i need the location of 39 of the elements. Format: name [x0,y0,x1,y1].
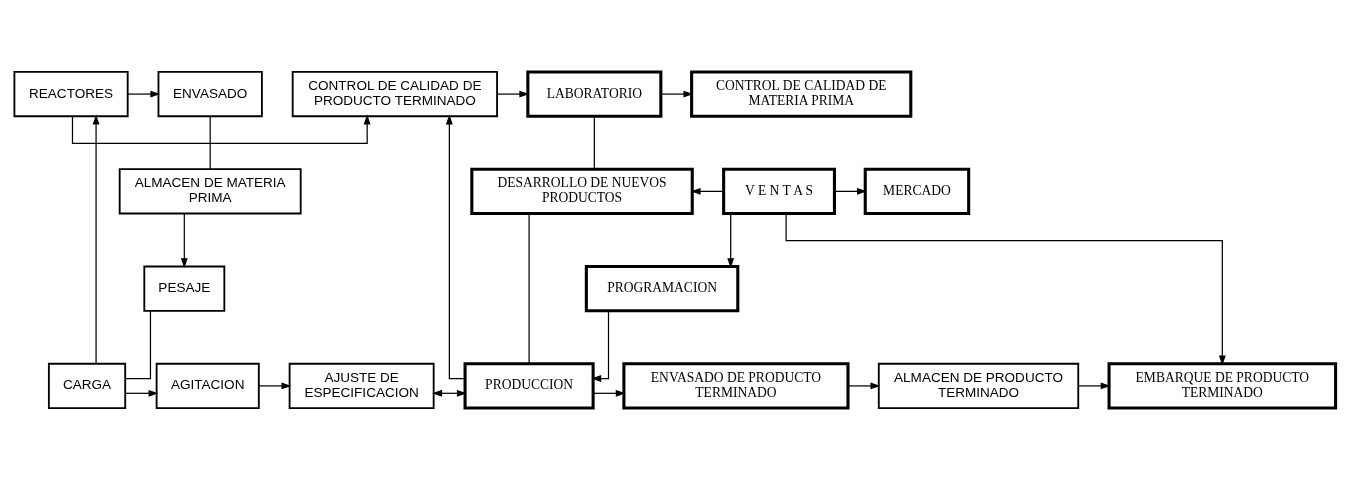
connector [209,115,211,170]
arrow [445,114,466,379]
node-box: AJUSTE DE ESPECIFICACION [288,362,435,409]
connector [124,309,152,379]
arrow [834,187,867,195]
node-box: ALMACEN DE MATERIA PRIMA [118,167,302,214]
arrow [591,309,610,382]
node-box: CONTROL DE CALIDAD DE MATERIA PRIMA [690,69,913,118]
arrow [124,389,159,397]
node-box: MERCADO [863,167,971,215]
node-box: EMBARQUE DE PRODUCTO TERMINADO [1107,361,1338,410]
node-box: PROGRAMACION [584,264,740,312]
node-box: ENVASADO [157,70,263,117]
arrow [690,187,724,195]
arrow [727,212,735,268]
connector [593,115,595,170]
arrow [180,212,188,268]
arrow [127,90,161,98]
node-box: AGITACION [155,362,260,409]
node-box: REACTORES [13,70,129,117]
arrow [660,90,694,98]
node-box: CARGA [47,362,127,409]
arrow [785,212,1226,365]
node-box: ALMACEN DE PRODUCTO TERMINADO [877,362,1080,409]
node-box: LABORATORIO [526,69,663,118]
arrow [496,90,530,98]
arrow [71,114,371,144]
node-box: V E N T A S [722,167,836,215]
arrow [847,381,881,389]
arrow [92,114,100,364]
connector [528,212,530,364]
node-box: ENVASADO DE PRODUCTO TERMINADO [622,361,850,410]
arrow [592,389,626,397]
node-box: PRODUCCION [463,361,595,410]
arrow [258,381,292,389]
node-box: DESARROLLO DE NUEVOS PRODUCTOS [470,167,694,215]
node-box: PESAJE [143,265,226,312]
arrow [1077,381,1111,389]
node-box: CONTROL DE CALIDAD DE PRODUCTO TERMINADO [291,70,498,117]
